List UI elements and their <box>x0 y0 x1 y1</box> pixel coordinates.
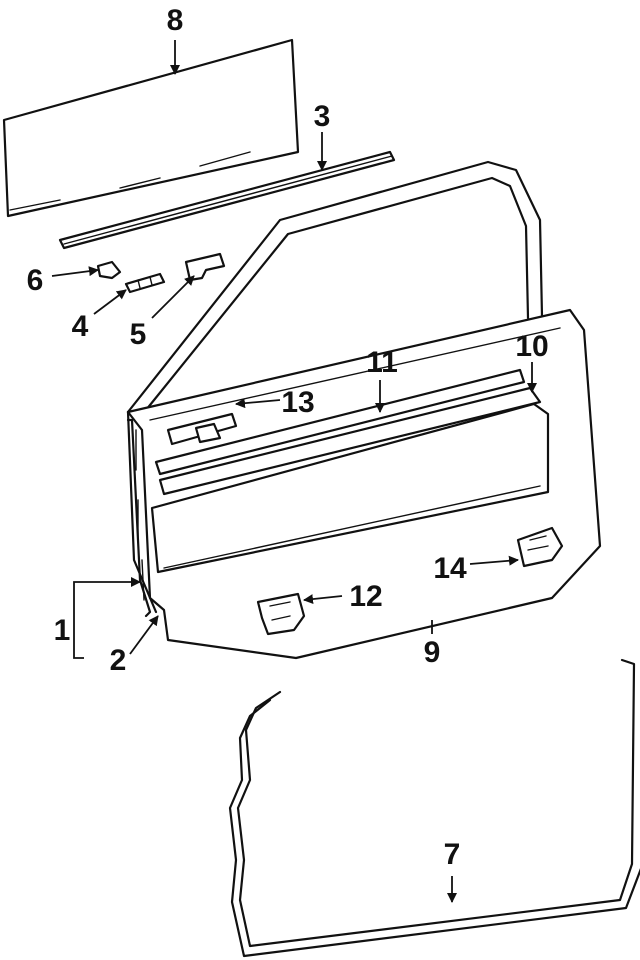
callout-3: 3 <box>314 100 331 133</box>
callout-11: 11 <box>366 346 398 379</box>
callout-8: 8 <box>167 4 184 37</box>
door-shell-part <box>126 160 544 614</box>
bracket-4-part <box>124 272 166 294</box>
screw-6-part <box>96 260 122 280</box>
leader-5 <box>151 275 195 319</box>
callout-13: 13 <box>281 386 314 419</box>
callout-1: 1 <box>54 614 71 647</box>
callout-10: 10 <box>515 330 548 363</box>
armrest-strips-part <box>150 368 550 574</box>
leader-12 <box>303 594 343 605</box>
bracket-5-part <box>184 252 226 282</box>
callout-9: 9 <box>424 636 441 669</box>
callout-6: 6 <box>27 264 44 297</box>
inside-handle-part <box>166 412 238 446</box>
callout-5: 5 <box>130 318 147 351</box>
leader-2 <box>129 615 159 655</box>
leader-14 <box>469 555 519 566</box>
callout-4: 4 <box>72 310 89 343</box>
glass-panel-part <box>2 38 300 218</box>
clip-14-part <box>516 526 564 568</box>
door-seal-part <box>228 658 640 958</box>
belt-weatherstrip-part <box>58 150 396 250</box>
callout-7: 7 <box>444 838 461 871</box>
leader-6 <box>51 266 99 277</box>
leader-4 <box>93 289 127 315</box>
callout-12: 12 <box>349 580 382 613</box>
callout-2: 2 <box>110 644 127 677</box>
leader-13 <box>235 398 281 409</box>
leader-1 <box>73 577 141 659</box>
callout-14: 14 <box>433 552 467 585</box>
clip-12-part <box>256 592 306 636</box>
